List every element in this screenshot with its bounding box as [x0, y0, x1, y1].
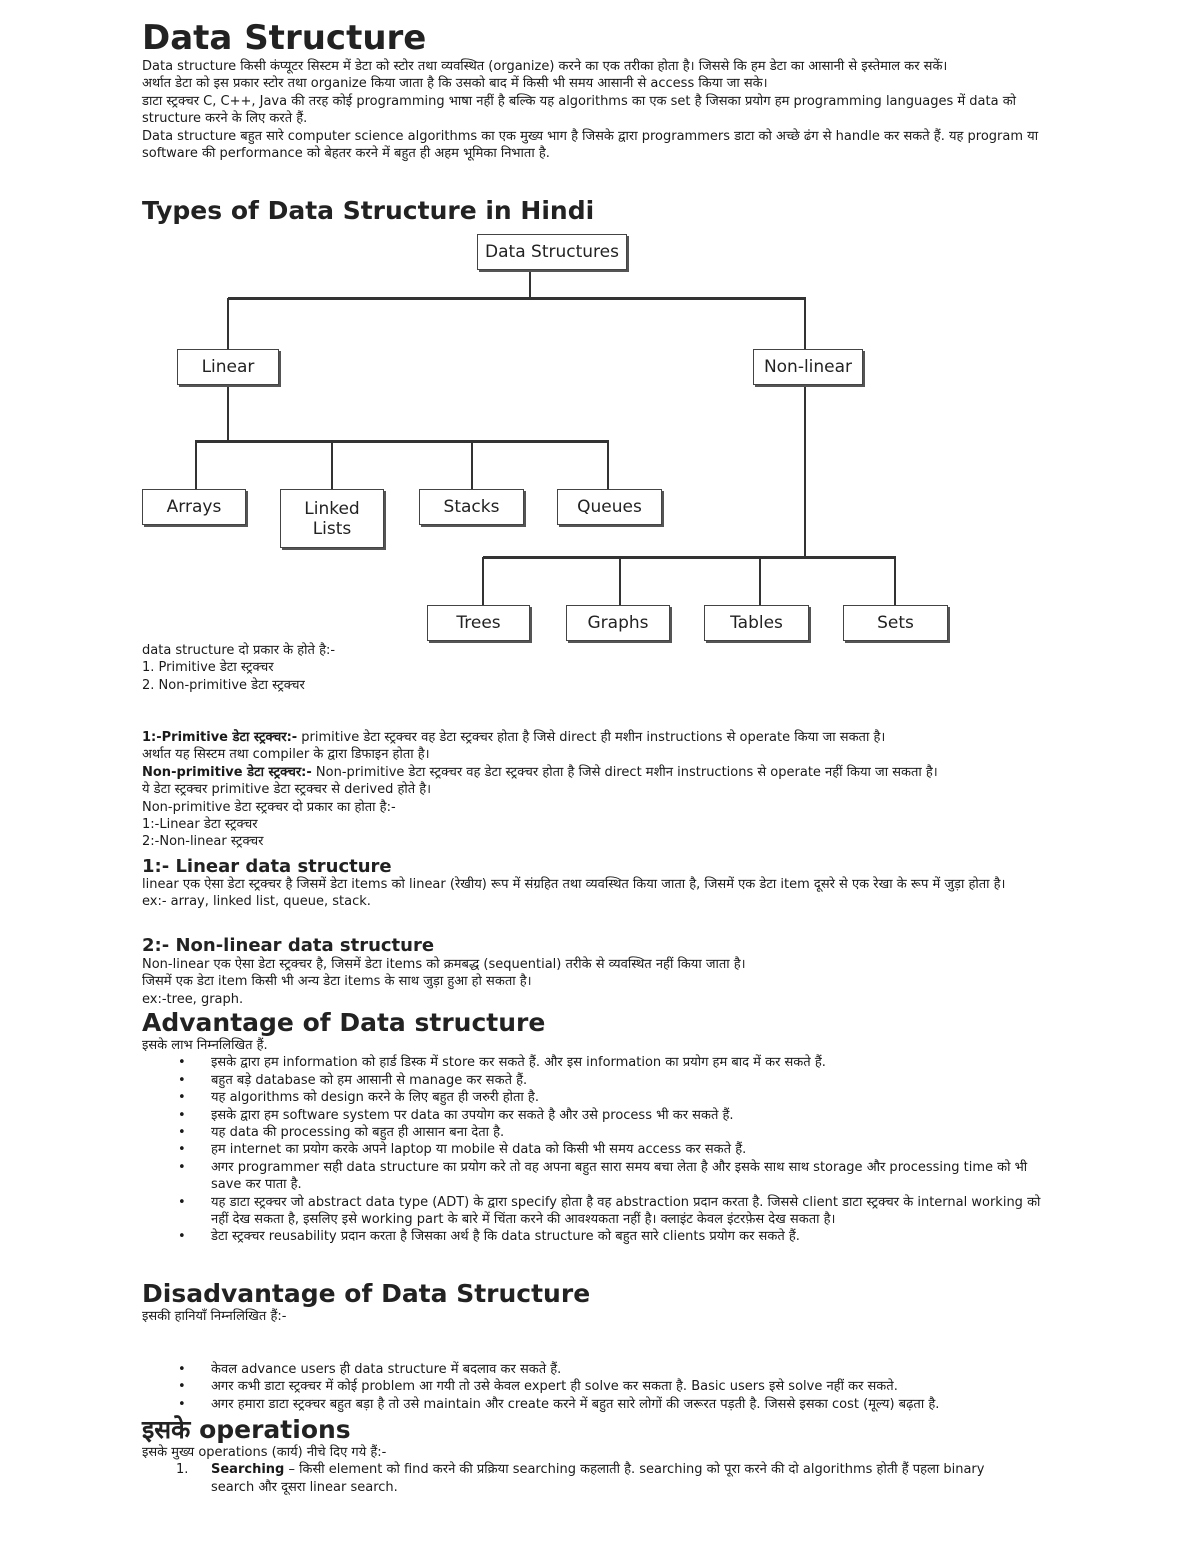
- connector: [759, 557, 761, 605]
- list-item: •यह डाटा स्ट्रक्चर जो abstract data type…: [178, 1194, 1041, 1228]
- list-item: •केवल advance users ही data structure मे…: [178, 1362, 562, 1377]
- list-item: •यह data की processing को बहुत ही आसान ब…: [178, 1125, 505, 1141]
- node-sets: Sets: [843, 605, 948, 641]
- list-item: •अगर programmer सही data structure का प्…: [178, 1159, 1028, 1193]
- node-linear: Linear: [177, 349, 279, 385]
- connector: [228, 297, 806, 300]
- list-item: •अगर कभी डाटा स्ट्रक्चर में कोई problem …: [178, 1379, 898, 1395]
- list-item: •हम internet का प्रयोग करके अपने laptop …: [178, 1142, 747, 1158]
- node-stacks: Stacks: [419, 489, 524, 525]
- connector: [607, 441, 609, 489]
- list-item: •अगर हमारा डाटा स्ट्रक्चर बहुत बड़ा है त…: [178, 1396, 940, 1412]
- connector: [483, 556, 896, 559]
- types-heading: Types of Data Structure in Hindi: [142, 196, 595, 225]
- list-item: •डेटा स्ट्रक्चर reusability प्रदान करता …: [178, 1229, 800, 1245]
- list-item: •बहुत बड़े database को हम आसानी से manag…: [178, 1072, 528, 1088]
- operations-list: इसके मुख्य operations (कार्य) नीचे दिए ग…: [142, 1444, 1062, 1496]
- node-arrays: Arrays: [142, 489, 246, 525]
- kinds-list: data structure दो प्रकार के होते है:- 1.…: [142, 643, 336, 693]
- list-item: •यह algorithms को design करने के लिए बहु…: [178, 1090, 539, 1106]
- connector: [195, 440, 609, 443]
- connector: [227, 298, 229, 349]
- connector: [482, 557, 484, 605]
- connector: [195, 441, 197, 489]
- node-queues: Queues: [557, 489, 662, 525]
- node-graphs: Graphs: [566, 605, 670, 641]
- connector: [894, 557, 896, 605]
- page-title: Data Structure: [142, 18, 427, 58]
- list-item: 1.Searching – किसी element को find करने …: [176, 1462, 985, 1495]
- advantage-list: इसके लाभ निम्नलिखित हैं. •इसके द्वारा हम…: [142, 1038, 1041, 1245]
- nonlinear-text: Non-linear एक ऐसा डेटा स्ट्रक्चर है, जिस…: [142, 957, 746, 1007]
- connector: [471, 441, 473, 489]
- disadvantage-sub: इसकी हानियाँ निम्नलिखित हैं:-: [142, 1309, 287, 1324]
- list-item: •इसके द्वारा हम information को हार्ड डिस…: [178, 1055, 826, 1071]
- advantage-heading: Advantage of Data structure: [142, 1008, 546, 1037]
- nonlinear-heading: 2:- Non-linear data structure: [142, 935, 435, 956]
- node-non-linear: Non-linear: [753, 349, 863, 385]
- primitive-section: 1:-Primitive डेटा स्ट्रक्चर:- primitive …: [142, 730, 938, 850]
- linear-text: linear एक ऐसा डेटा स्ट्रक्चर है जिसमें ड…: [142, 877, 1006, 910]
- list-item: •इसके द्वारा हम software system पर data …: [178, 1107, 734, 1123]
- disadvantage-list: •केवल advance users ही data structure मे…: [142, 1361, 1062, 1413]
- node-data-structures: Data Structures: [477, 234, 627, 270]
- node-linked-lists: Linked Lists: [280, 489, 384, 548]
- connector: [227, 385, 229, 441]
- operations-heading: इसके operations: [142, 1415, 351, 1444]
- node-tables: Tables: [704, 605, 809, 641]
- linear-heading: 1:- Linear data structure: [142, 856, 392, 877]
- connector: [529, 270, 531, 299]
- connector: [804, 385, 806, 558]
- intro-text: Data structure किसी कंप्यूटर सिस्टम में …: [142, 59, 1039, 162]
- connector: [331, 441, 333, 489]
- disadvantage-heading: Disadvantage of Data Structure: [142, 1279, 591, 1308]
- node-trees: Trees: [427, 605, 530, 641]
- connector: [619, 557, 621, 605]
- connector: [804, 298, 806, 349]
